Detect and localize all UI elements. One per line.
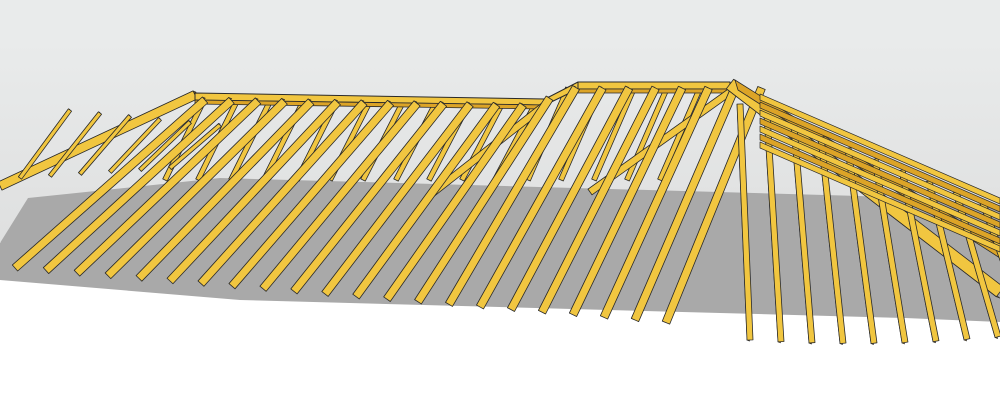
left-jack-4[interactable]: [138, 120, 192, 172]
common-rafter-5[interactable]: [166, 98, 341, 285]
common-rafter-16[interactable]: [507, 85, 633, 312]
common-rafter-13[interactable]: [414, 95, 554, 305]
common-rafters: [11, 85, 766, 325]
common-rafter-3[interactable]: [104, 98, 288, 280]
left-jack-5[interactable]: [168, 123, 222, 170]
common-rafter-11[interactable]: [352, 101, 501, 300]
slope-board-5[interactable]: [759, 133, 1000, 245]
common-rafter-8[interactable]: [259, 100, 421, 292]
common-rafter-17[interactable]: [538, 85, 660, 315]
left-jack-0[interactable]: [17, 108, 73, 180]
common-rafter-7[interactable]: [228, 99, 394, 290]
common-rafter-15[interactable]: [476, 85, 607, 310]
common-rafter-1[interactable]: [42, 97, 235, 274]
left-jack-2[interactable]: [78, 114, 132, 176]
common-rafter-0[interactable]: [11, 96, 209, 272]
slope-board-6[interactable]: [759, 141, 1000, 253]
common-rafter-6[interactable]: [197, 99, 368, 287]
common-rafter-9[interactable]: [290, 100, 448, 295]
common-rafter-14[interactable]: [445, 85, 580, 307]
common-rafter-18[interactable]: [568, 85, 687, 317]
slope-board-4[interactable]: [759, 125, 1000, 237]
left-hip-rafter[interactable]: [0, 90, 198, 191]
left-jack-3[interactable]: [108, 117, 162, 174]
right-jack-0[interactable]: [736, 103, 754, 341]
common-rafter-10[interactable]: [321, 101, 474, 297]
common-rafter-12[interactable]: [383, 102, 527, 302]
sky-band: [0, 0, 1000, 42]
common-rafter-4[interactable]: [135, 98, 315, 282]
slope-board-1[interactable]: [759, 101, 1000, 213]
slope-board-3[interactable]: [759, 117, 1000, 229]
slope-board-0[interactable]: [759, 93, 1000, 205]
common-rafter-19[interactable]: [599, 85, 713, 320]
right-slope-boards: [759, 93, 1000, 253]
slope-board-2[interactable]: [759, 109, 1000, 221]
common-rafter-2[interactable]: [73, 97, 262, 277]
left-jack-1[interactable]: [48, 111, 102, 178]
